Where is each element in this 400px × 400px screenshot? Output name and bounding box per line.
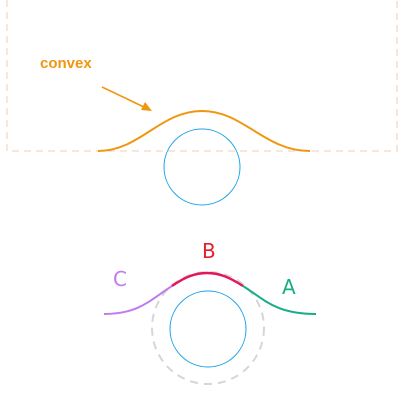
segment-c-label: C [113, 267, 127, 291]
convex-curve [97, 109, 311, 152]
convex-arrowhead [141, 102, 152, 111]
segment-b-label: B [202, 239, 216, 263]
top-circle [163, 128, 241, 206]
segment-c-curve [103, 285, 173, 315]
convex-arrow [101, 86, 147, 109]
dashed-circle [151, 271, 265, 385]
segment-a-curve [242, 285, 317, 315]
dashed-bounding-box [6, 0, 398, 152]
segment-b-curve [171, 271, 244, 288]
segment-a-label: A [282, 275, 296, 299]
bottom-circle [169, 290, 247, 368]
convex-label: convex [40, 55, 92, 72]
